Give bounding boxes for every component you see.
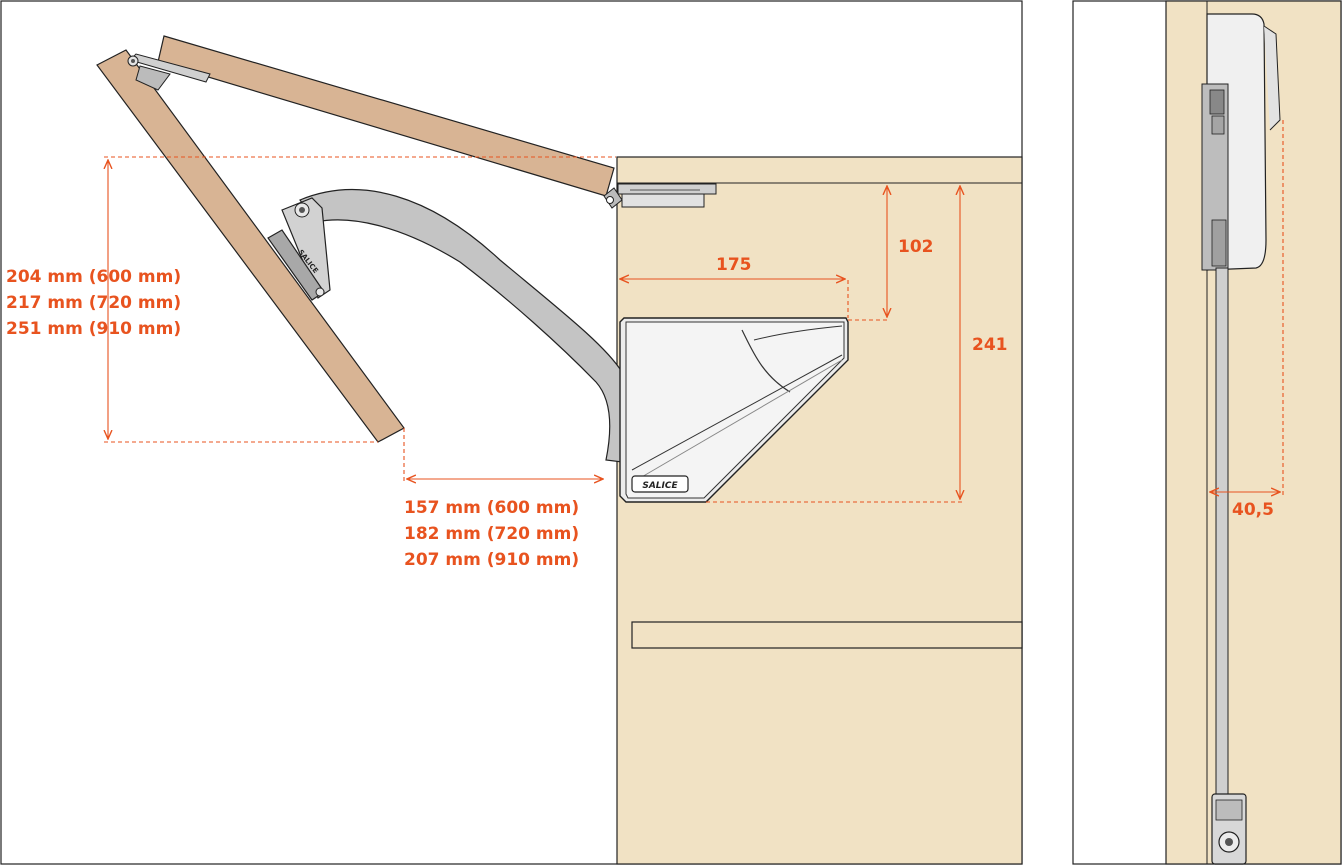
mechanism-box: SALICE	[619, 317, 849, 503]
dim-bottom-720: 182 mm (720 mm)	[404, 524, 579, 544]
dimension-labels: 204 mm (600 mm) 217 mm (720 mm) 251 mm (…	[6, 237, 1008, 570]
dim-left-600: 204 mm (600 mm)	[6, 267, 181, 287]
door-bracket: SALICE	[267, 197, 331, 301]
top-cabinet-hinge	[603, 183, 717, 209]
lift-arm	[299, 189, 623, 463]
mechanism-brand-plate	[631, 475, 689, 493]
side-door-bracket	[1211, 793, 1247, 865]
front-view-panel: SALICE SALICE	[0, 0, 1023, 865]
door-connector-hinge	[127, 53, 211, 91]
dim-bottom-910: 207 mm (910 mm)	[404, 550, 579, 570]
dim-175-label: 175	[716, 255, 752, 275]
mechanism-brand-text: SALICE	[642, 481, 678, 491]
dim-left-720: 217 mm (720 mm)	[6, 293, 181, 313]
side-view-panel: 40,5	[1072, 0, 1342, 865]
cabinet-side-panel	[616, 156, 1023, 865]
dimension-lines	[104, 156, 964, 503]
side-lift-arm	[1215, 267, 1229, 799]
dim-102-label: 102	[898, 237, 934, 257]
side-dimension	[1210, 120, 1284, 496]
side-mechanism-box	[1201, 13, 1281, 271]
cabinet-shelf	[631, 621, 1023, 649]
dim-left-910: 251 mm (910 mm)	[6, 319, 181, 339]
dim-bottom-600: 157 mm (600 mm)	[404, 498, 579, 518]
dim-241-label: 241	[972, 335, 1008, 355]
dim-40-5-label: 40,5	[1232, 500, 1274, 520]
